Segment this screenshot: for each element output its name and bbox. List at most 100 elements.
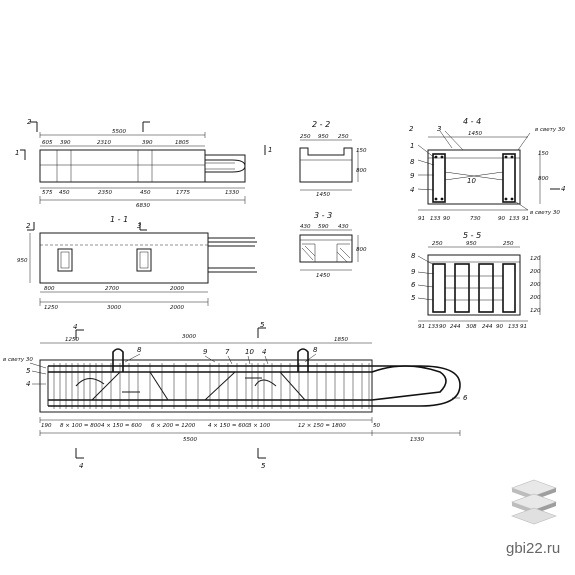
dim-text: 2000 [170,305,184,311]
dim-text: 3000 [182,334,196,340]
part-label: 5 [411,294,416,302]
dim-text: 2000 [170,286,184,292]
part-label: 2 [409,125,414,133]
part-label: 5 [26,367,31,375]
dim-text: 120 [530,256,541,262]
cut-label: 4 [79,462,83,470]
dim-text: 4 × 150 = 600 [208,423,249,429]
cut-label: 1 [268,146,272,154]
dim-text: 800 [44,286,55,292]
note-text: в свету 30 [530,210,560,216]
cut-label: 1 [15,149,19,157]
section-title: 1 - 1 [110,215,128,224]
part-label: 1 [410,142,414,150]
dim-text: 133 [508,324,519,330]
dim-text: 133 [428,324,439,330]
dim-text: 605 [42,140,53,146]
dim-text: 133 [430,216,441,222]
dim-text: 150 [356,148,367,154]
cut-label: 3 [137,222,141,230]
dim-text: 800 [356,168,367,174]
dim-text: 200 [530,282,541,288]
dim-text: 6 × 200 = 1200 [151,423,196,429]
dim-text: 3000 [107,305,121,311]
section-title: 3 - 3 [314,211,332,220]
cut-label: 4 [73,323,77,331]
dim-text: 91 [522,216,529,222]
dim-text: 1850 [334,337,348,343]
watermark: gbi22.ru [506,540,561,557]
part-label: 9 [410,172,415,180]
dim-text: 590 [318,224,329,230]
dim-text: 430 [338,224,349,230]
dim-text: 308 [466,324,477,330]
dim-text: 250 [338,134,349,140]
part-label: 9 [411,268,416,276]
stirrups [53,363,370,409]
dim-text: 91 [520,324,527,330]
part-label: 6 [411,281,416,289]
dim-text: 5500 [183,437,197,443]
site-logo [511,479,557,525]
part-label: 8 [410,158,415,166]
cut-label: 2 [26,222,31,230]
dim-text: 244 [450,324,461,330]
section-title: 5 - 5 [463,231,481,240]
part-label: 8 [313,346,318,354]
dim-text: 91 [418,216,425,222]
part-label: 6 [463,394,468,402]
cut-label: 2 [27,118,32,126]
dim-text: 2310 [97,140,111,146]
dim-text: 730 [470,216,481,222]
dim-text: 244 [482,324,493,330]
dim-text: 575 [42,190,53,196]
part-label: 3 [437,125,441,133]
dim-text: 800 [538,176,549,182]
dim-text: 90 [496,324,503,330]
dim-text: 1775 [176,190,190,196]
dim-text: 5500 [112,129,126,135]
dim-text: 2350 [98,190,112,196]
part-label: 10 [467,177,476,185]
dim-text: 800 [356,247,367,253]
dim-text: 1805 [175,140,189,146]
reinforcement-view: 4 5 4 5 1250 3000 1850 в свету 30 5 4 8 … [3,321,468,470]
dim-text: 8 × 100 = 800 [60,423,101,429]
part-label: 4 [410,186,414,194]
section-2-2: 2 - 2 250 950 250 150 800 1450 [299,120,367,198]
section-5-5: 5 - 5 250 950 250 8 9 6 5 120 200 200 20… [411,231,541,330]
dim-text: 200 [530,269,541,275]
dim-text: 250 [503,241,514,247]
dim-text: 90 [439,324,446,330]
part-label: 10 [245,348,254,356]
section-3-3: 3 - 3 430 590 430 800 1450 [299,211,367,279]
plan-view: 2 1 1 5500 605 390 2310 390 1805 575 450… [15,118,272,209]
dim-text: 1450 [316,192,330,198]
dim-text: 450 [59,190,70,196]
part-label: 7 [225,348,230,356]
cut-label: 5 [261,462,266,470]
section-4-4: 4 - 4 2 3 1 8 9 4 10 1450 в свету 30 150… [409,117,565,222]
dim-text: 150 [538,151,549,157]
dim-text: 1250 [65,337,79,343]
dim-text: 950 [466,241,477,247]
dim-text: 133 [509,216,520,222]
dim-text: 390 [60,140,71,146]
dim-text: 200 [530,295,541,301]
section-1-1: 1 - 1 2 3 950 800 2700 2000 1250 3000 20… [17,215,257,311]
dim-text: 1450 [468,131,482,137]
note-text: в свету 30 [535,127,565,133]
dim-text: 1250 [44,305,58,311]
dim-text: 90 [443,216,450,222]
dim-text: 50 [373,423,380,429]
part-label: 4 [262,348,266,356]
dim-text: 250 [432,241,443,247]
section-title: 2 - 2 [312,120,330,129]
dim-text: 950 [318,134,329,140]
dim-text: 6830 [136,203,150,209]
cut-label: 5 [260,321,265,329]
dim-text: 2700 [105,286,119,292]
dim-text: 1330 [410,437,424,443]
dim-text: 3 × 100 [248,423,271,429]
